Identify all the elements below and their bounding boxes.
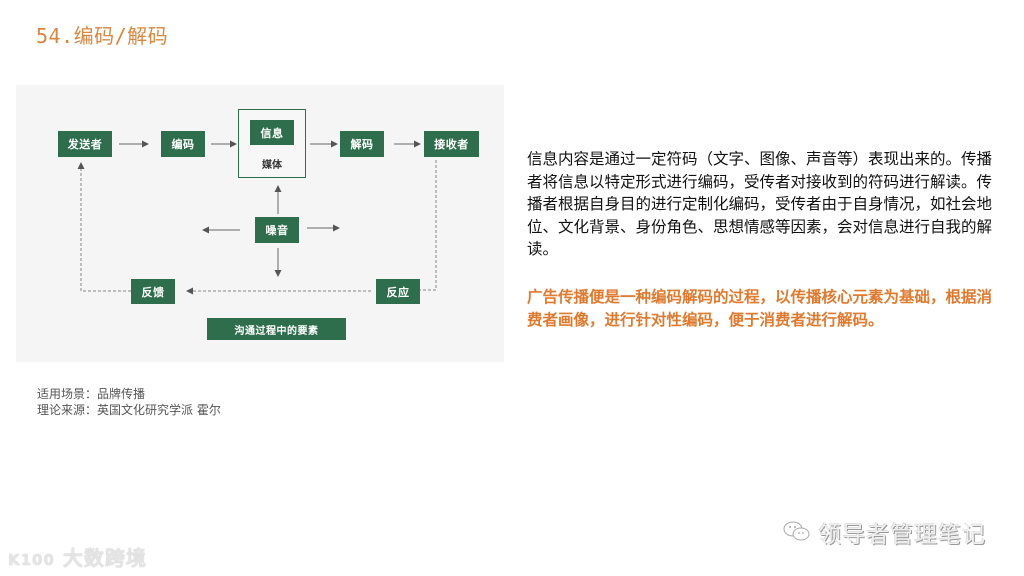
node-receiver: 接收者 xyxy=(424,131,479,157)
node-message: 信息 xyxy=(250,120,294,145)
node-sender: 发送者 xyxy=(58,131,112,157)
node-media-label: 媒体 xyxy=(262,160,282,171)
watermark-left: K100 大数跨境 xyxy=(8,542,147,571)
source-info: 适用场景：品牌传播 理论来源：英国文化研究学派 霍尔 xyxy=(37,386,221,418)
node-encode: 编码 xyxy=(161,131,205,157)
description-highlight: 广告传播便是一种编码解码的过程，以传播核心元素为基础，根据消费者画像，进行针对性… xyxy=(527,288,993,329)
wechat-icon xyxy=(783,521,810,541)
node-decode: 解码 xyxy=(340,131,384,157)
description-paragraph: 信息内容是通过一定符码（文字、图像、声音等）表现出来的。传播者将信息以特定形式进… xyxy=(527,150,993,258)
page-title: 54.编码/解码 xyxy=(36,24,169,48)
watermark-right: 领导者管理笔记 xyxy=(782,515,986,549)
watermark-right-text: 领导者管理笔记 xyxy=(818,522,986,548)
k100-logo-icon: K100 xyxy=(8,551,55,569)
origin-text: 理论来源：英国文化研究学派 霍尔 xyxy=(37,403,221,417)
node-feedback: 反馈 xyxy=(131,279,175,304)
node-media-box: 信息 媒体 xyxy=(238,109,306,178)
node-response: 反应 xyxy=(376,279,420,304)
scenario-text: 适用场景：品牌传播 xyxy=(37,387,146,401)
node-noise: 噪音 xyxy=(255,217,299,243)
diagram-caption: 沟通过程中的要素 xyxy=(207,318,346,340)
watermark-left-text: 大数跨境 xyxy=(62,546,147,570)
